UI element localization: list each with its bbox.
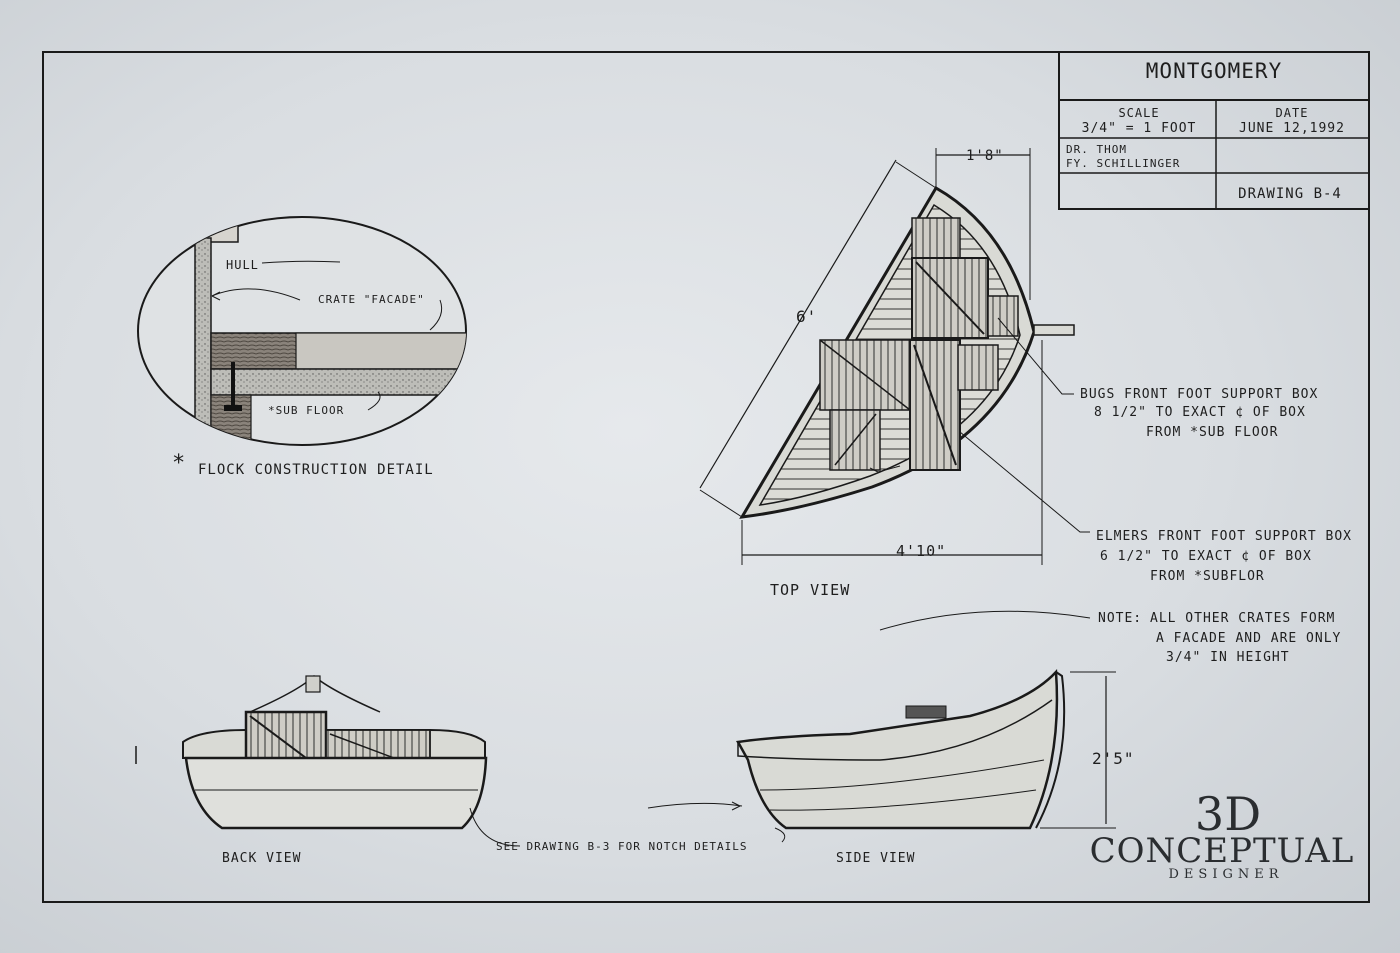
top-view-drawing: 6' 4'10" 1'8" TOP VIEW: [699, 148, 1091, 631]
date-label: DATE: [1276, 106, 1309, 120]
title-block: MONTGOMERY SCALE 3/4" = 1 FOOT DATE JUNE…: [1058, 51, 1370, 210]
scale-value: 3/4" = 1 FOOT: [1082, 121, 1197, 136]
bugs-note-line2: 8 1/2" TO EXACT ¢ OF BOX: [1094, 405, 1306, 420]
top-view-caption: TOP VIEW: [770, 581, 850, 599]
drawn-by-line2: FY. SCHILLINGER: [1066, 157, 1180, 170]
asterisk-mark: *: [172, 451, 186, 476]
date-value: JUNE 12,1992: [1239, 121, 1345, 136]
facade-label: CRATE "FACADE": [318, 293, 425, 306]
construction-detail: HULL CRATE "FACADE" *SUB FLOOR * FLOCK C…: [137, 216, 467, 478]
back-view-drawing: BACK VIEW: [135, 674, 488, 866]
scale-label: SCALE: [1118, 106, 1159, 120]
note-label: NOTE:: [1098, 611, 1142, 626]
reference-note: SEE DRAWING B-3 FOR NOTCH DETAILS: [496, 840, 748, 853]
side-view-caption: SIDE VIEW: [836, 851, 915, 866]
detail-caption: FLOCK CONSTRUCTION DETAIL: [198, 462, 434, 478]
hull-label: HULL: [226, 258, 259, 272]
elmers-note-line3: FROM *SUBFLOR: [1150, 569, 1265, 584]
bugs-note-line3: FROM *SUB FLOOR: [1146, 425, 1278, 440]
side-view-drawing: 2'5" SIDE VIEW SEE DRAWING B-3 FOR NOTCH…: [469, 669, 1135, 866]
project-title: MONTGOMERY: [1146, 59, 1282, 83]
designer-logo: 3D CONCEPTUAL DESIGNER: [1090, 787, 1355, 882]
drawn-by-line1: DR. THOM: [1066, 143, 1127, 156]
note-line3: 3/4" IN HEIGHT: [1166, 650, 1290, 665]
logo-3d: 3D: [1195, 787, 1261, 841]
sheet-border: [42, 51, 1370, 903]
side-height-dim: 2'5": [1092, 749, 1135, 768]
subfloor-label: *SUB FLOOR: [268, 404, 344, 417]
elmers-note-line2: 6 1/2" TO EXACT ¢ OF BOX: [1100, 549, 1312, 564]
logo-designer: DESIGNER: [1169, 867, 1284, 882]
elmers-note-line1: ELMERS FRONT FOOT SUPPORT BOX: [1096, 529, 1352, 544]
drawing-number: DRAWING B-4: [1238, 186, 1342, 202]
note-line2: A FACADE AND ARE ONLY: [1156, 631, 1341, 646]
dim-bottom: 4'10": [896, 542, 946, 560]
dim-side: 6': [796, 307, 817, 326]
logo-conceptual: CONCEPTUAL: [1090, 831, 1355, 871]
back-view-caption: BACK VIEW: [222, 851, 301, 866]
notes-block: BUGS FRONT FOOT SUPPORT BOX 8 1/2" TO EX…: [1080, 387, 1352, 665]
bugs-note-line1: BUGS FRONT FOOT SUPPORT BOX: [1080, 387, 1318, 402]
dim-top: 1'8": [966, 148, 1004, 164]
note-line1: ALL OTHER CRATES FORM: [1150, 611, 1335, 626]
